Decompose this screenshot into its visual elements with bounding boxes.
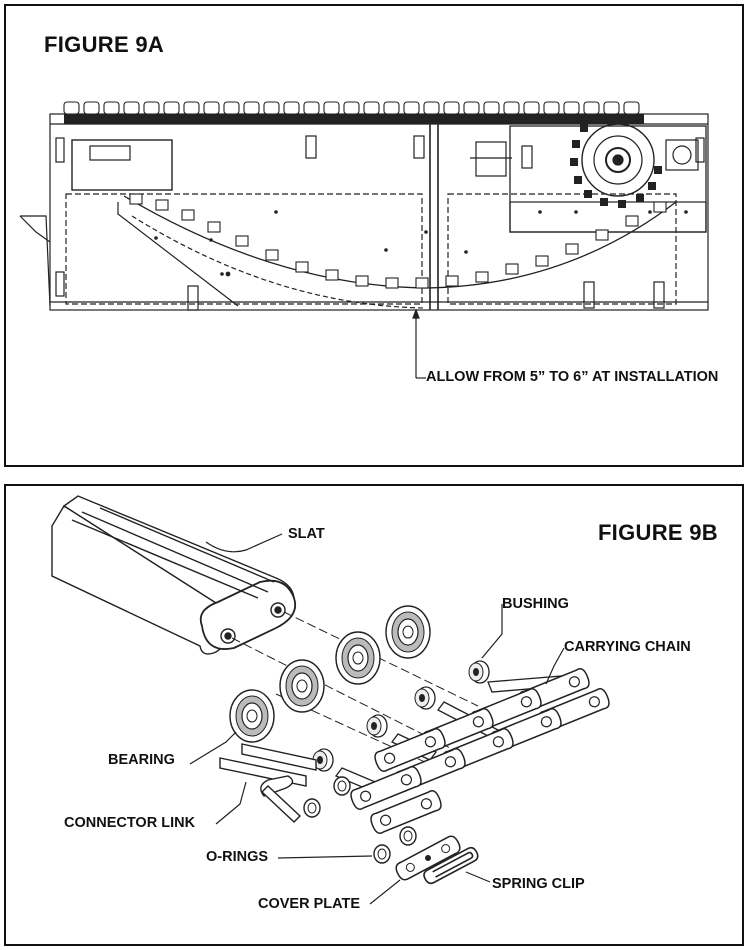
label-o-rings: O-RINGS: [206, 849, 269, 865]
conveyor-side-elevation-drawing: [19, 101, 709, 379]
cover-plate: [395, 835, 461, 881]
figure-9a-panel: FIGURE 9A: [4, 4, 744, 467]
sprocket-slats: [570, 124, 662, 208]
figure-9b-panel: FIGURE 9B: [4, 484, 744, 946]
label-bushing: BUSHING: [502, 596, 569, 612]
top-chain-band: [64, 114, 644, 124]
o-ring-1: [303, 798, 321, 818]
figure-9b-title: FIGURE 9B: [597, 520, 718, 545]
label-spring-clip: SPRING CLIP: [492, 876, 585, 892]
installation-callout: ALLOW FROM 5” TO 6” AT INSTALLATION: [426, 369, 719, 385]
drive-enclosure: [509, 125, 707, 233]
control-box: [71, 139, 173, 191]
bushing-3: [366, 714, 388, 738]
chain-exploded-view-drawing: [51, 495, 612, 905]
bushing-1: [468, 660, 490, 684]
bearing-1: [385, 605, 431, 659]
o-ring-3: [373, 844, 391, 864]
bearing-3: [279, 659, 325, 713]
motor: [665, 139, 699, 171]
o-ring-2: [333, 776, 351, 796]
bearing-2: [335, 631, 381, 685]
label-carrying-chain: CARRYING CHAIN: [564, 639, 691, 655]
bushing-2: [414, 686, 436, 710]
label-bearing: BEARING: [108, 752, 175, 768]
label-cover-plate: COVER PLATE: [258, 896, 361, 912]
slat-body: [51, 495, 297, 655]
spring-clip: [423, 846, 479, 885]
label-connector-link: CONNECTOR LINK: [64, 815, 196, 831]
connector-link: [219, 743, 317, 823]
installation-leader: [412, 308, 426, 379]
carrying-chain: [348, 666, 612, 836]
bearing-4: [229, 689, 275, 743]
conveyor-frame: [49, 113, 709, 311]
figure-9a-title: FIGURE 9A: [44, 32, 165, 57]
callout-leaders: [189, 533, 565, 905]
label-slat: SLAT: [288, 526, 325, 542]
top-slat-row: [63, 101, 640, 115]
o-ring-4: [399, 826, 417, 846]
return-slat-row: [129, 193, 667, 289]
